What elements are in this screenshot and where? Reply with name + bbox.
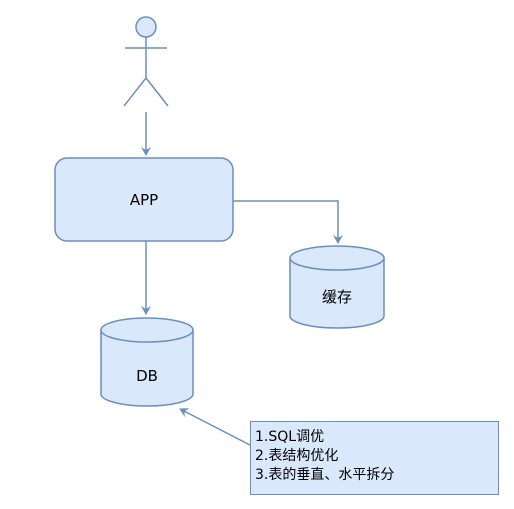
app-node xyxy=(54,157,234,242)
note-line-3: 3.表的垂直、水平拆分 xyxy=(255,467,395,483)
edge-note-to-db xyxy=(179,408,251,446)
edge-app-to-cache xyxy=(233,200,343,244)
note-line-2: 2.表结构优化 xyxy=(255,448,339,464)
db-node xyxy=(100,317,194,407)
cache-node xyxy=(289,245,385,329)
optimization-note: 1.SQL调优 2.表结构优化 3.表的垂直、水平拆分 xyxy=(250,421,499,495)
app-label: APP xyxy=(130,191,158,209)
user-actor-icon xyxy=(123,16,169,107)
cache-label: 缓存 xyxy=(322,288,352,306)
db-label: DB xyxy=(136,367,158,385)
note-line-1: 1.SQL调优 xyxy=(255,429,325,445)
